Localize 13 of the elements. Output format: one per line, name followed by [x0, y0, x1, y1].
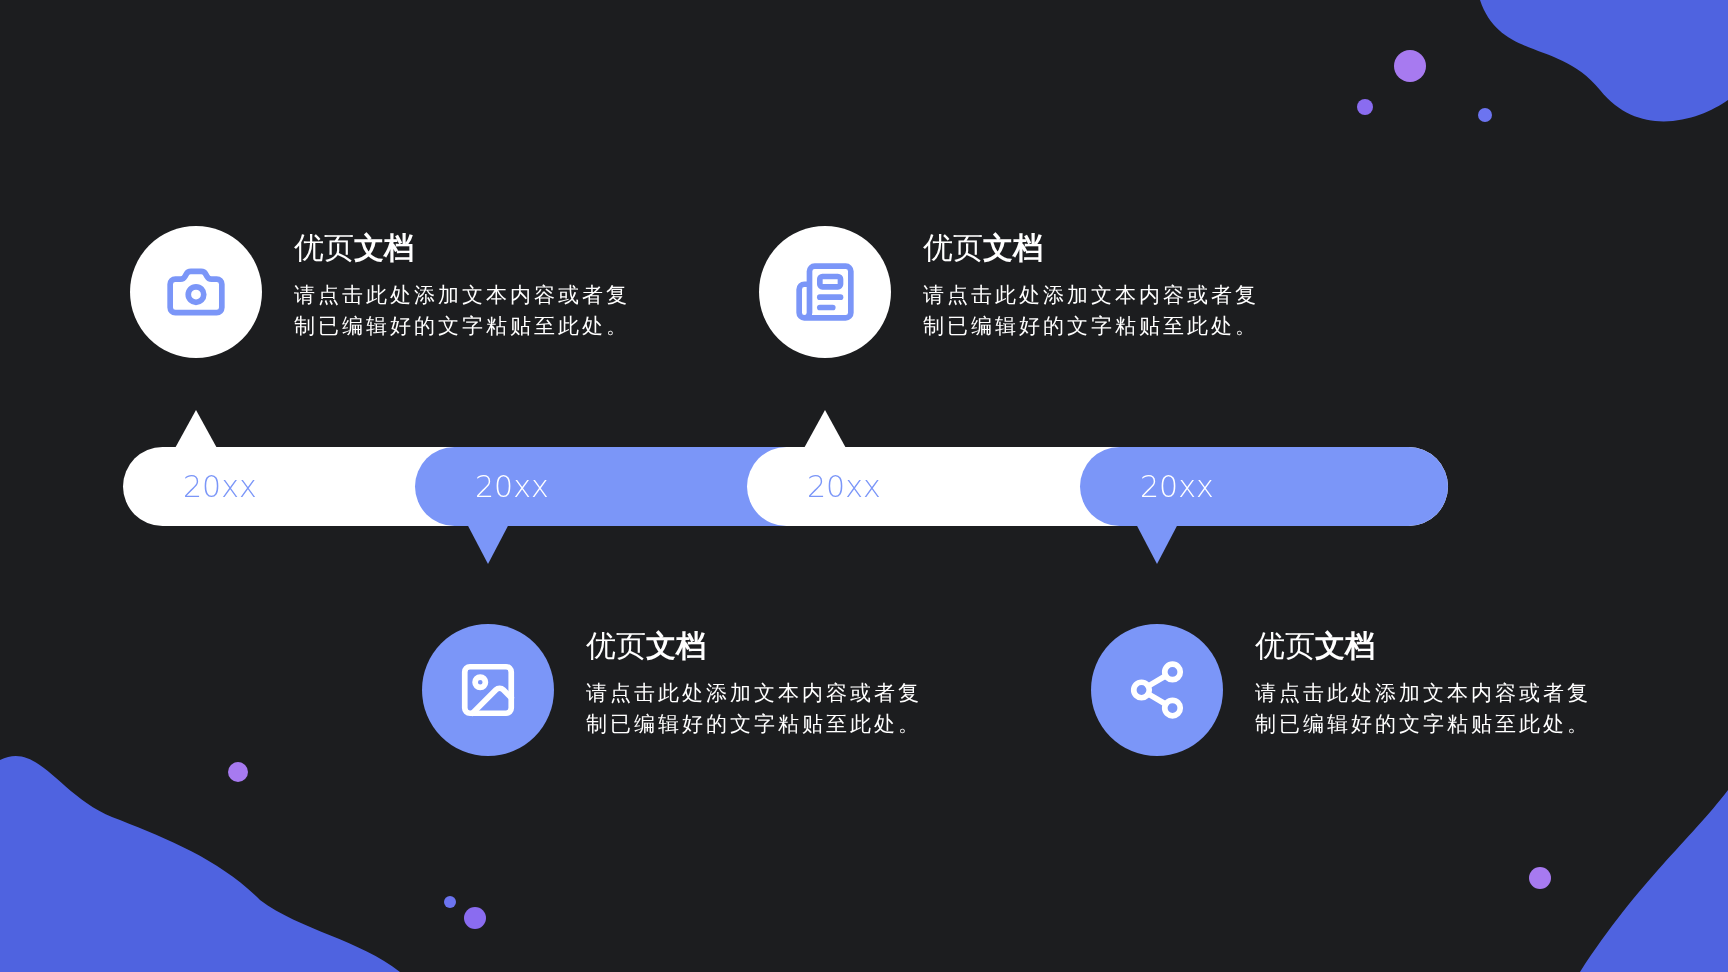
year-label: 20xx	[807, 469, 881, 504]
item-description: 请点击此处添加文本内容或者复制已编辑好的文字粘贴至此处。	[1255, 680, 1592, 738]
item-title: 优页文档	[923, 229, 1043, 267]
item-description: 请点击此处添加文本内容或者复制已编辑好的文字粘贴至此处。	[294, 282, 631, 340]
item-title: 优页文档	[294, 229, 414, 267]
year-label: 20xx	[183, 469, 257, 504]
item-title: 优页文档	[586, 627, 706, 665]
year-label: 20xx	[475, 469, 549, 504]
item-title: 优页文档	[1255, 627, 1375, 665]
year-label: 20xx	[1140, 469, 1214, 504]
timeline-segment	[123, 447, 415, 526]
item-description: 请点击此处添加文本内容或者复制已编辑好的文字粘贴至此处。	[923, 282, 1260, 340]
item-description: 请点击此处添加文本内容或者复制已编辑好的文字粘贴至此处。	[586, 680, 923, 738]
